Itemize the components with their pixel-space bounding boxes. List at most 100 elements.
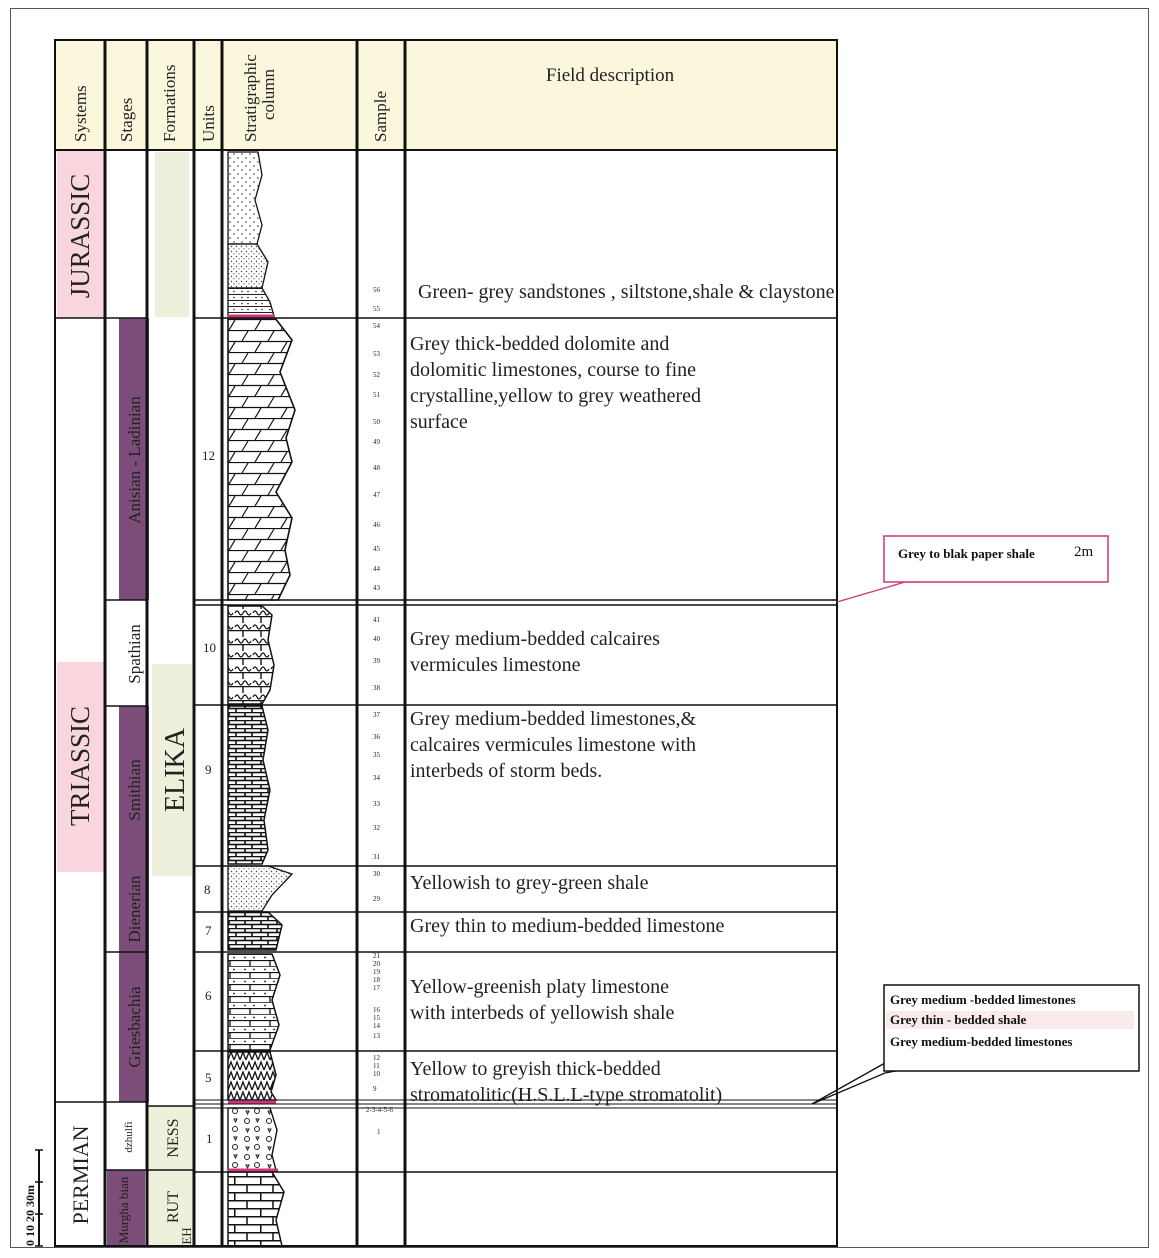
header-field-description: Field description [546,65,675,86]
sample-label: 2-3-4-5-6 [366,1106,393,1114]
formation-ness-band [147,1106,193,1170]
field-description-line: Yellowish to grey-green shale [410,872,649,894]
litho-dolomite [227,317,296,601]
stage-label-griesbachia: Griesbachia [125,986,144,1068]
sample-label: 15 [373,1014,381,1022]
sample-label: 33 [373,800,381,808]
system-label-triassic: TRIASSIC [65,706,95,826]
callout-boundary-line1: Grey medium -bedded limestones [890,992,1076,1007]
callout-boundary-line2: Grey thin - bedded shale [890,1012,1027,1027]
field-description-line: Grey thick-bedded dolomite and [410,333,669,355]
litho-conglomerate [227,1107,278,1171]
sample-label: 39 [373,657,381,665]
sample-label: 43 [373,584,381,592]
sample-label: 40 [373,635,381,643]
stage-label-anisian: Anisian - Ladinian [125,396,144,524]
sample-label: 36 [373,733,381,741]
litho-stromatolite [227,1051,278,1101]
sample-label: 32 [373,824,381,832]
field-description-line: dolomitic limestones, course to fine [410,359,696,381]
unit-12: 12 [202,448,215,463]
figure-frame [10,8,1149,1248]
field-description-line: Grey medium-bedded calcaires [410,628,660,650]
litho-vermicule-limestone [227,605,275,705]
field-description-line: with interbeds of yellowish shale [410,1002,675,1024]
header-units: Units [199,105,218,142]
stage-smithian-band [119,706,149,866]
header-strat-line1: Stratigraphic [241,54,260,142]
sample-label: 35 [373,751,381,759]
sample-label: 1 [377,1128,381,1136]
unit-10: 10 [203,640,216,655]
sample-label: 52 [373,371,381,379]
stage-label-murghabian: Murgha bian [116,1176,131,1243]
litho-limestone-storm [227,705,271,865]
sample-label: 47 [373,491,381,499]
sample-label: 30 [373,870,381,878]
formation-label-rut: RUT [165,1191,182,1223]
stage-label-smithian: Smithian [125,759,144,821]
header-sample: Sample [371,91,390,142]
callout-paper-shale-thickness: 2m [1074,544,1094,560]
table-grid [54,39,838,1247]
scale-label: 0 10 20 30m [23,1185,37,1246]
stage-label-dzhulfi: dzhulfi [123,1121,135,1152]
system-label-permian: PERMIAN [68,1125,93,1224]
samples-layer: 5655545352515049484746454443414039383736… [366,286,393,1136]
field-description-line: calcaires vermicules limestone with [410,734,696,756]
sample-label: 18 [373,976,381,984]
formation-rut-band [147,1170,193,1246]
formation-top-band [155,152,189,317]
sample-label: 34 [373,774,381,782]
field-description-line: interbeds of storm beds. [410,760,602,782]
sample-label: 38 [373,684,381,692]
sample-label: 20 [373,960,381,968]
sample-label: 46 [373,521,381,529]
sample-label: 55 [373,305,381,313]
sample-label: 17 [373,984,381,992]
lithology-column [227,151,296,1247]
stage-label-dienerian: Dienerian [125,875,144,943]
unit-5: 5 [205,1070,212,1085]
system-label-jurassic: JURASSIC [65,174,95,299]
litho-limestone-base [227,1171,285,1247]
sample-label: 51 [373,391,381,399]
sample-label: 19 [373,968,381,976]
sample-label: 53 [373,350,381,358]
sample-label: 16 [373,1006,381,1014]
unit-1: 1 [206,1131,213,1146]
field-description-line: Grey medium-bedded limestones,& [410,708,696,730]
formation-label-eh: EH [179,1227,194,1244]
sample-label: 10 [373,1070,381,1078]
litho-shale-top [227,287,275,317]
sample-label: 44 [373,565,381,573]
sample-label: 29 [373,895,381,903]
litho-sandstone [227,151,263,245]
descriptions-layer: Green- grey sandstones , siltstone,shale… [410,281,835,1106]
unit-6: 6 [205,988,212,1003]
stage-dienerian-band [119,866,149,952]
sample-label: 37 [373,711,381,719]
field-description-line: stromatolitic(H.S.L.L-type stromatolit) [410,1084,722,1106]
field-description-line: Yellow to greyish thick-bedded [410,1058,661,1080]
litho-platy-limestone [227,953,281,1051]
formation-label-elika: ELIKA [160,727,191,812]
sample-label: 12 [373,1054,381,1062]
sample-label: 54 [373,322,381,330]
callout-paper-shale-box [883,535,1109,583]
callout-paper-shale-text: Grey to blak paper shale [898,546,1035,561]
sample-label: 13 [373,1032,381,1040]
sample-label: 11 [373,1062,380,1070]
sample-label: 31 [373,853,381,861]
callout-boundary-line3: Grey medium-bedded limestones [890,1034,1072,1049]
header-systems: Systems [71,85,90,142]
callout-paper-shale: Grey to blak paper shale 2m [836,535,1109,603]
litho-limestone-7 [227,911,283,951]
system-jurassic-band [57,150,105,318]
sample-label: 41 [373,616,381,624]
scale-bar: 0 10 20 30m [23,1149,43,1247]
stage-anisian-band [119,318,149,600]
field-description-line: surface [410,411,468,433]
field-description-line: Green- grey sandstones , siltstone,shale… [418,281,835,303]
